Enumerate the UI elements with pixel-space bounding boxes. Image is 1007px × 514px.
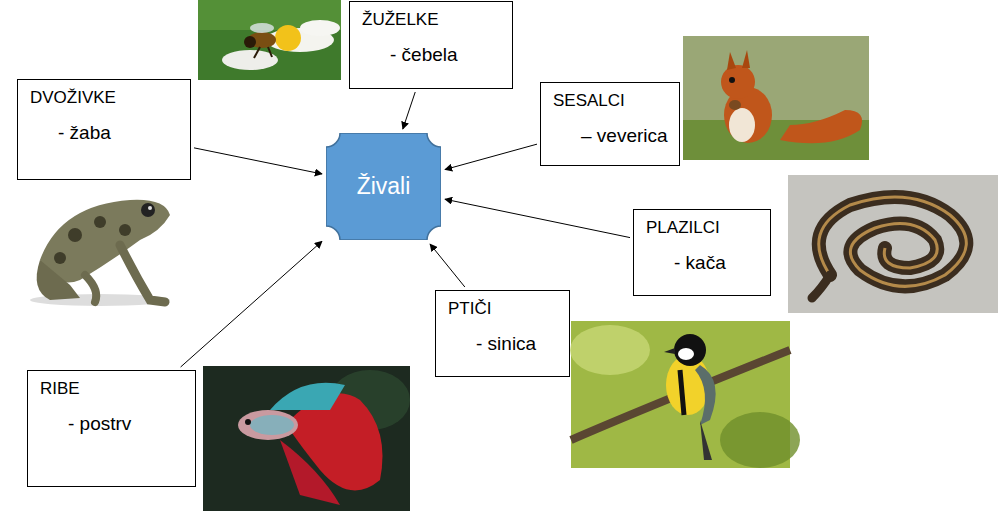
snake-photo: [788, 175, 998, 313]
arrow-connector: [403, 92, 415, 129]
example-animal: - sinica: [476, 333, 536, 355]
example-animal: - čebela: [390, 44, 458, 66]
squirrel-photo: [683, 36, 869, 160]
example-animal: - žaba: [58, 122, 111, 144]
arrow-connector: [430, 244, 465, 287]
category-name: DVOŽIVKE: [30, 88, 116, 108]
example-animal: - kača: [674, 252, 726, 274]
frog-photo: [30, 200, 170, 306]
category-name: PLAZILCI: [646, 218, 720, 238]
category-name: ŽUŽELKE: [362, 10, 439, 30]
category-box: SESALCI – veverica: [540, 82, 680, 166]
arrow-connector: [445, 199, 630, 237]
center-label: Živali: [357, 173, 411, 200]
arrow-connector: [194, 148, 322, 174]
category-box: RIBE - postrv: [27, 370, 196, 487]
bird-photo: [570, 321, 800, 468]
category-box: DVOŽIVKE - žaba: [17, 79, 191, 180]
category-name: SESALCI: [553, 91, 625, 111]
category-box: ŽUŽELKE - čebela: [349, 1, 513, 89]
category-box: PLAZILCI - kača: [633, 209, 771, 296]
category-name: PTIČI: [448, 299, 491, 319]
category-name: RIBE: [40, 379, 80, 399]
center-plaque: Živali: [326, 133, 441, 240]
example-animal: - postrv: [68, 413, 131, 435]
category-box: PTIČI - sinica: [435, 290, 570, 377]
example-animal: – veverica: [581, 125, 668, 147]
arrow-connector: [181, 241, 322, 367]
arrow-connector: [445, 144, 537, 169]
fish-photo: [203, 366, 410, 511]
bee-photo: [198, 0, 341, 80]
